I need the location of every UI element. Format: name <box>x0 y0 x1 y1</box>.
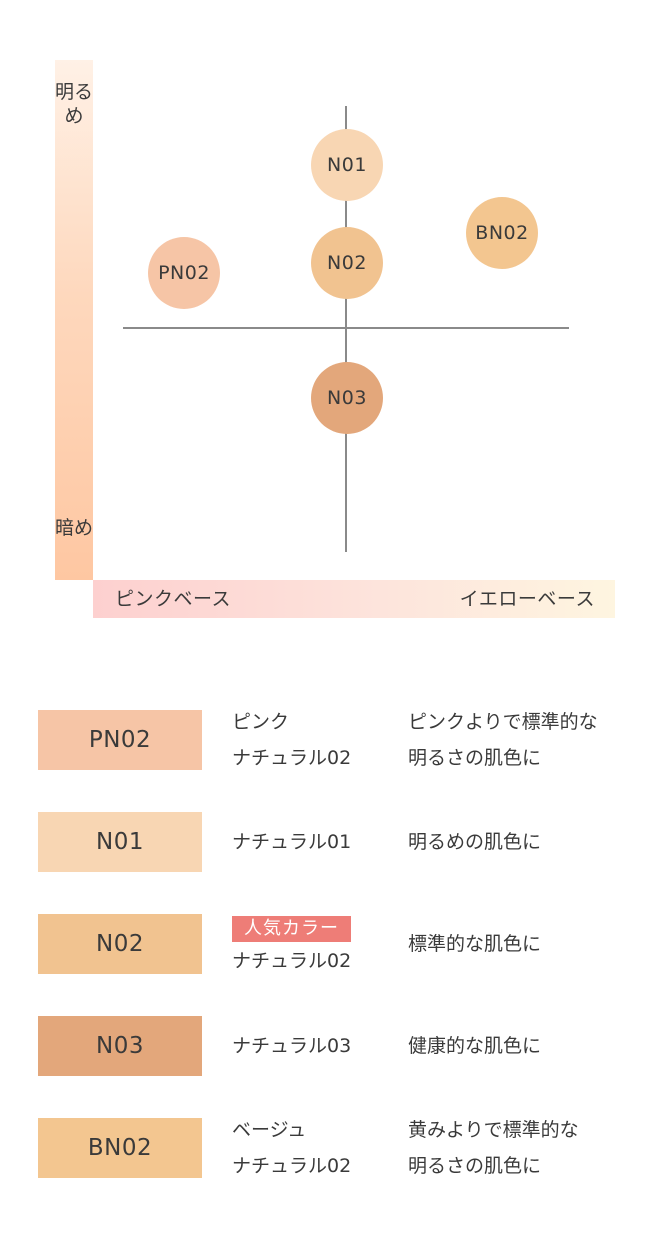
shade-name-line: ナチュラル03 <box>232 1035 352 1057</box>
shade-name-line: ナチュラル02 <box>232 950 352 972</box>
shade-description: 明るめの肌色に <box>408 824 541 860</box>
shade-description-line: 黄みよりで標準的な <box>408 1119 579 1141</box>
shade-description-line: ピンクよりで標準的な <box>408 711 598 733</box>
shade-name: 人気カラー ナチュラル02 <box>232 914 351 976</box>
brightness-axis-bar: 明るめ 暗め <box>55 60 93 580</box>
shade-dot-pn02: PN02 <box>148 237 220 309</box>
shade-code: PN02 <box>88 727 152 753</box>
popular-color-badge: 人気カラー <box>232 916 351 942</box>
shade-name: ピンク ナチュラル02 <box>232 704 351 776</box>
shade-swatch: N02 <box>38 914 202 974</box>
shade-name: ナチュラル03 <box>232 1028 351 1064</box>
shade-dot-label: PN02 <box>158 262 210 284</box>
shade-description-line: 明るさの肌色に <box>408 747 542 769</box>
vertical-axis-line <box>345 106 347 552</box>
undertone-right-label: イエローベース <box>459 588 595 610</box>
shade-swatch: PN02 <box>38 710 202 770</box>
shade-description-line: 標準的な肌色に <box>408 933 542 955</box>
shade-name-line: ナチュラル01 <box>232 831 352 853</box>
shade-swatch: N03 <box>38 1016 202 1076</box>
shade-name-line: ピンク <box>232 711 290 733</box>
shade-description: ピンクよりで標準的な 明るさの肌色に <box>408 704 598 776</box>
shade-description-line: 明るめの肌色に <box>408 831 542 853</box>
shade-code: N01 <box>96 829 144 855</box>
shade-swatch: BN02 <box>38 1118 202 1178</box>
shade-description-line: 健康的な肌色に <box>408 1035 542 1057</box>
shade-description: 標準的な肌色に <box>408 926 541 962</box>
undertone-axis-bar: ピンクベース イエローベース <box>93 580 615 618</box>
shade-name-line: ナチュラル02 <box>232 747 352 769</box>
shade-dot-n01: N01 <box>311 129 383 201</box>
brightness-top-label: 明るめ <box>55 81 94 127</box>
shade-description: 健康的な肌色に <box>408 1028 541 1064</box>
shade-description-line: 明るさの肌色に <box>408 1155 542 1177</box>
shade-name: ベージュ ナチュラル02 <box>232 1112 351 1184</box>
shade-code: N03 <box>96 1033 144 1059</box>
shade-swatch: N01 <box>38 812 202 872</box>
shade-dot-bn02: BN02 <box>466 197 538 269</box>
shade-dot-label: BN02 <box>475 222 529 244</box>
undertone-left-label: ピンクベース <box>115 588 232 610</box>
shade-dot-label: N01 <box>327 154 367 176</box>
shade-description: 黄みよりで標準的な 明るさの肌色に <box>408 1112 579 1184</box>
shade-code: BN02 <box>87 1135 153 1161</box>
shade-name: ナチュラル01 <box>232 824 351 860</box>
shade-name-line: ベージュ <box>232 1119 307 1141</box>
brightness-bottom-label: 暗め <box>55 517 94 539</box>
shade-dot-n02: N02 <box>311 227 383 299</box>
shade-dot-n03: N03 <box>311 362 383 434</box>
shade-dot-label: N03 <box>327 387 367 409</box>
shade-name-line: ナチュラル02 <box>232 1155 352 1177</box>
shade-code: N02 <box>96 931 144 957</box>
shade-dot-label: N02 <box>327 252 367 274</box>
